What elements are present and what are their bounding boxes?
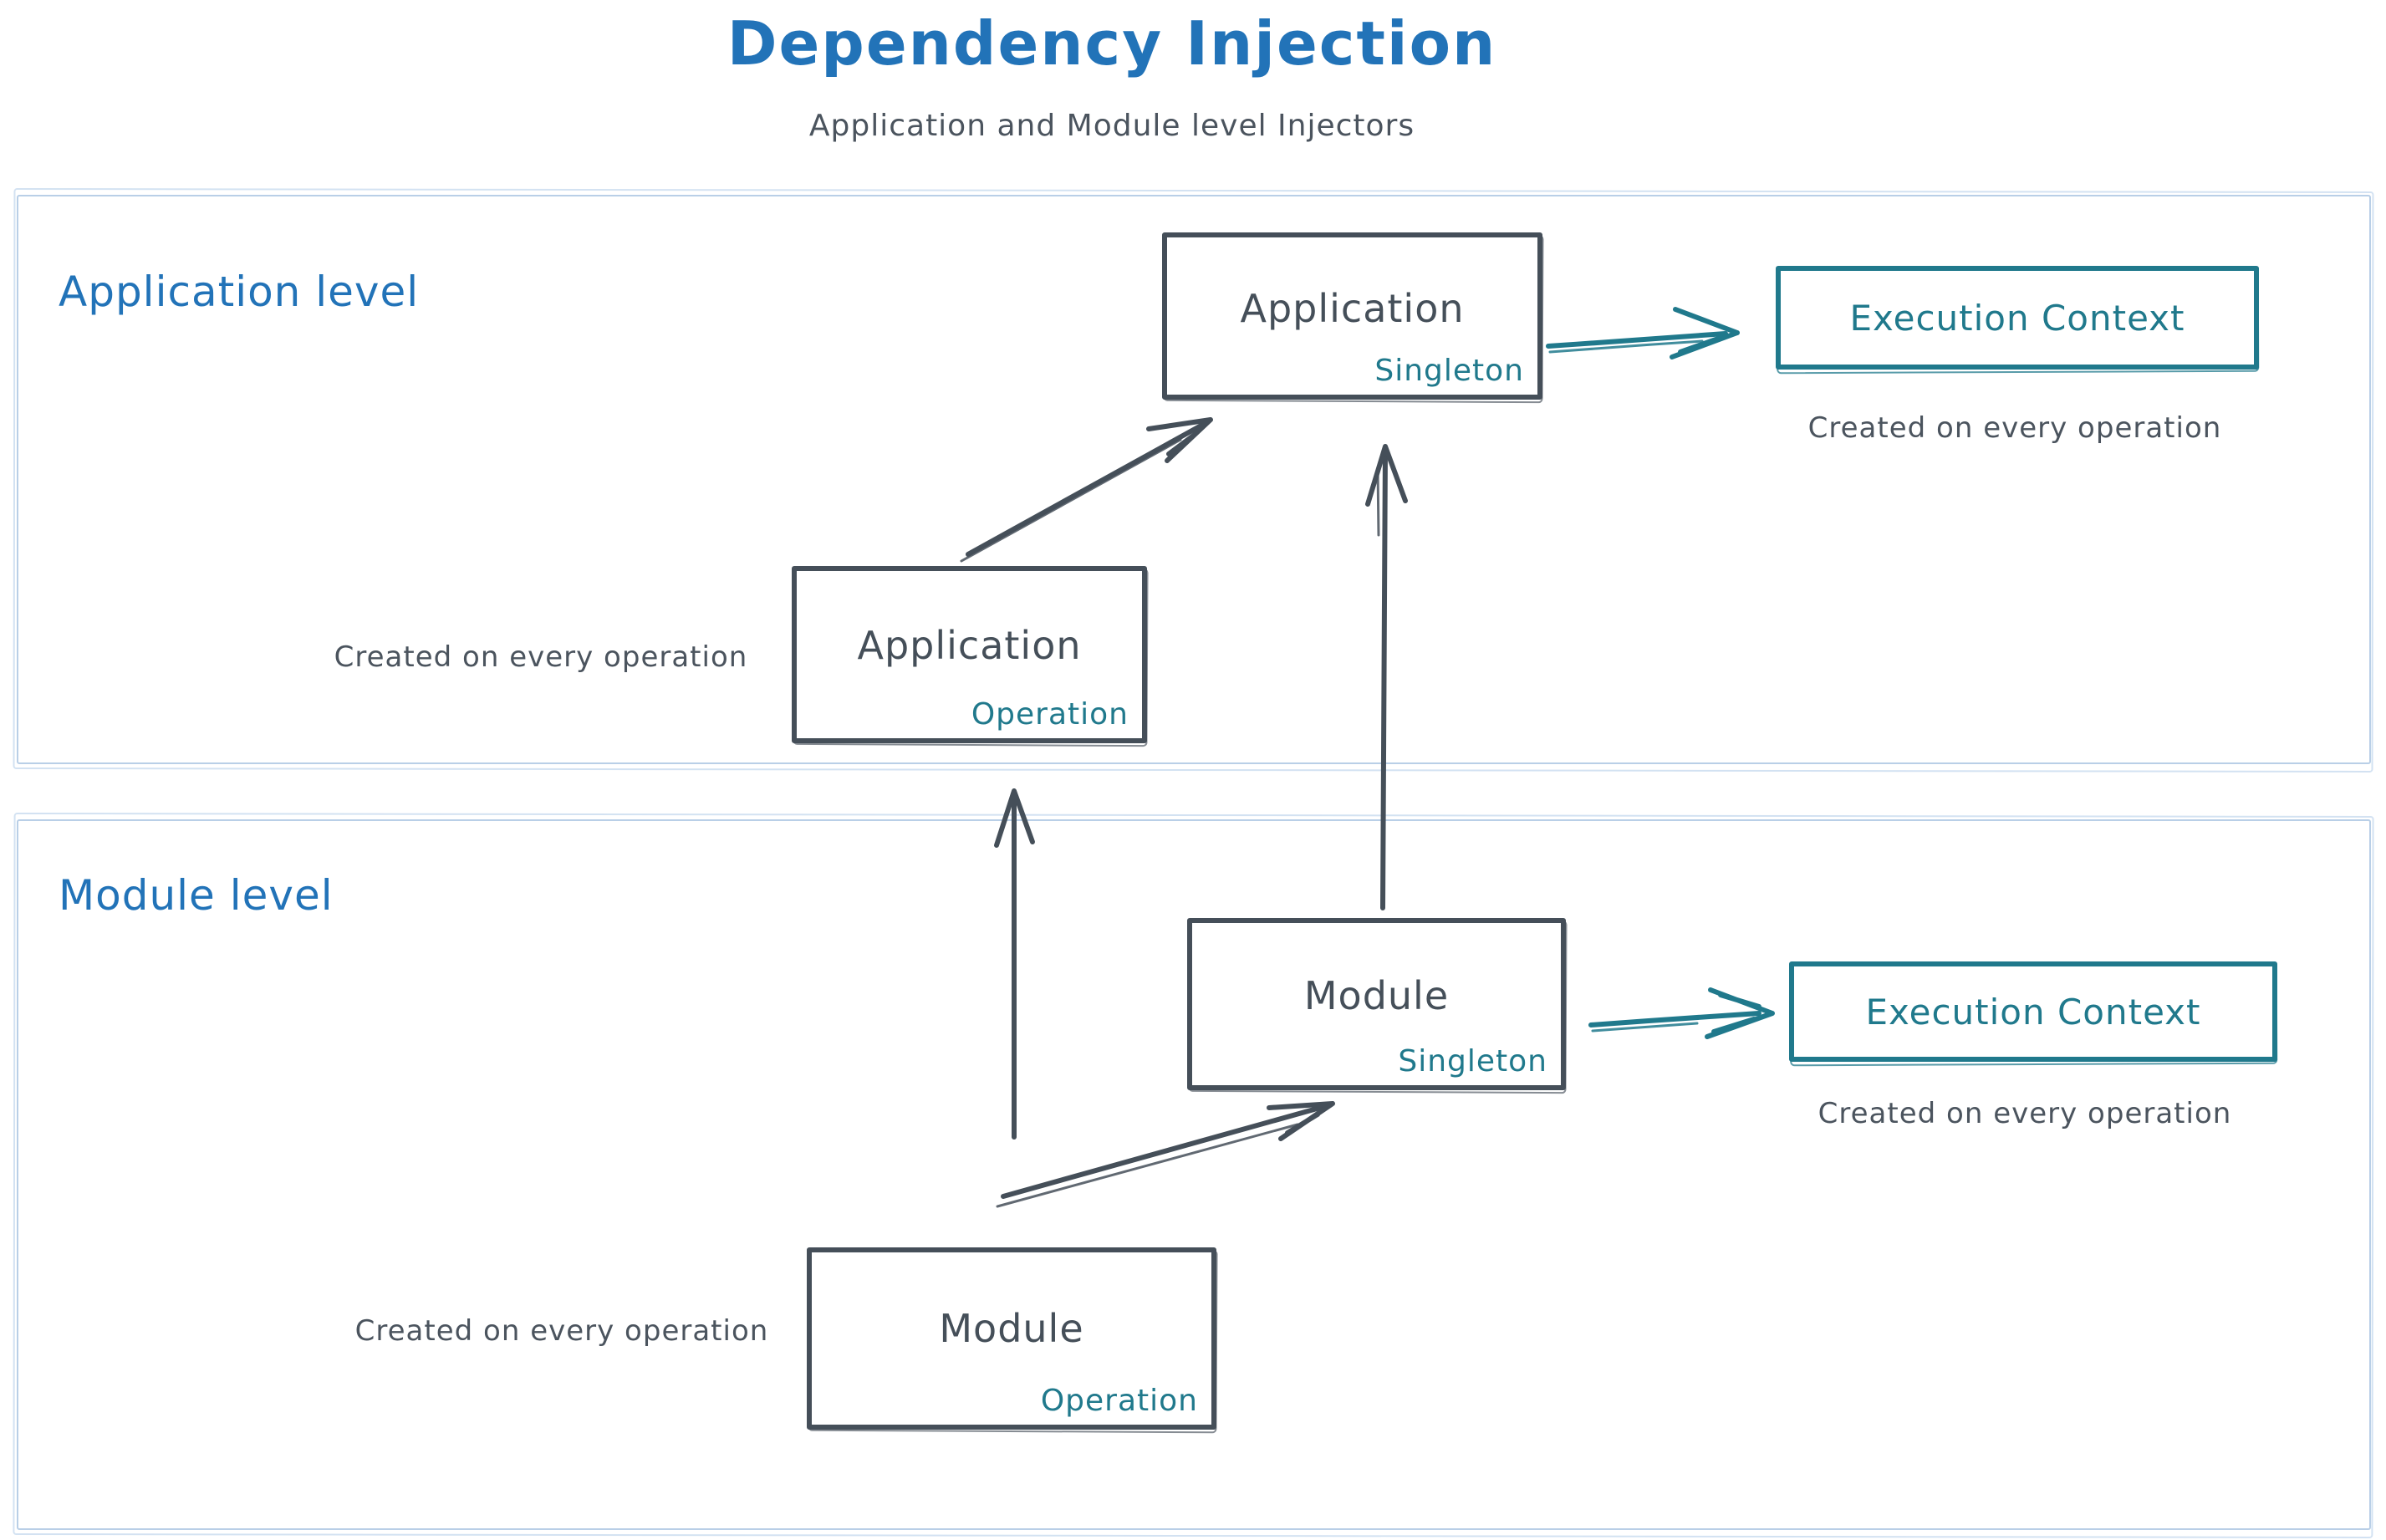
application-operation-title: Application [857, 623, 1082, 668]
application-execution-context-caption: Created on every operation [1807, 411, 2222, 445]
module-level-label: Module level [59, 871, 334, 920]
application-level-label: Application level [59, 268, 420, 316]
application-operation-tag: Operation [971, 697, 1129, 732]
module-operation-caption: Created on every operation [354, 1314, 769, 1348]
application-singleton-tag: Singleton [1374, 354, 1524, 388]
application-singleton-box: Application Singleton [1162, 232, 1542, 400]
module-execution-context-box: Execution Context [1789, 961, 2277, 1062]
module-execution-context-label: Execution Context [1865, 991, 2201, 1033]
module-operation-box: Module Operation [807, 1247, 1216, 1430]
module-singleton-tag: Singleton [1398, 1044, 1547, 1079]
application-level-container: Application level [17, 195, 2371, 764]
application-operation-box: Application Operation [792, 566, 1147, 743]
module-operation-title: Module [939, 1306, 1084, 1351]
module-level-container: Module level [17, 819, 2371, 1530]
application-execution-context-label: Execution Context [1849, 297, 2185, 339]
diagram-subtitle: Application and Module level Injectors [808, 109, 1415, 143]
diagram-title: Dependency Injection [727, 8, 1497, 79]
application-singleton-title: Application [1240, 286, 1465, 331]
module-singleton-title: Module [1303, 973, 1450, 1018]
application-execution-context-box: Execution Context [1776, 266, 2259, 370]
application-operation-caption: Created on every operation [334, 640, 748, 674]
module-singleton-box: Module Singleton [1187, 918, 1566, 1090]
module-execution-context-caption: Created on every operation [1818, 1097, 2232, 1130]
module-operation-tag: Operation [1040, 1384, 1198, 1418]
